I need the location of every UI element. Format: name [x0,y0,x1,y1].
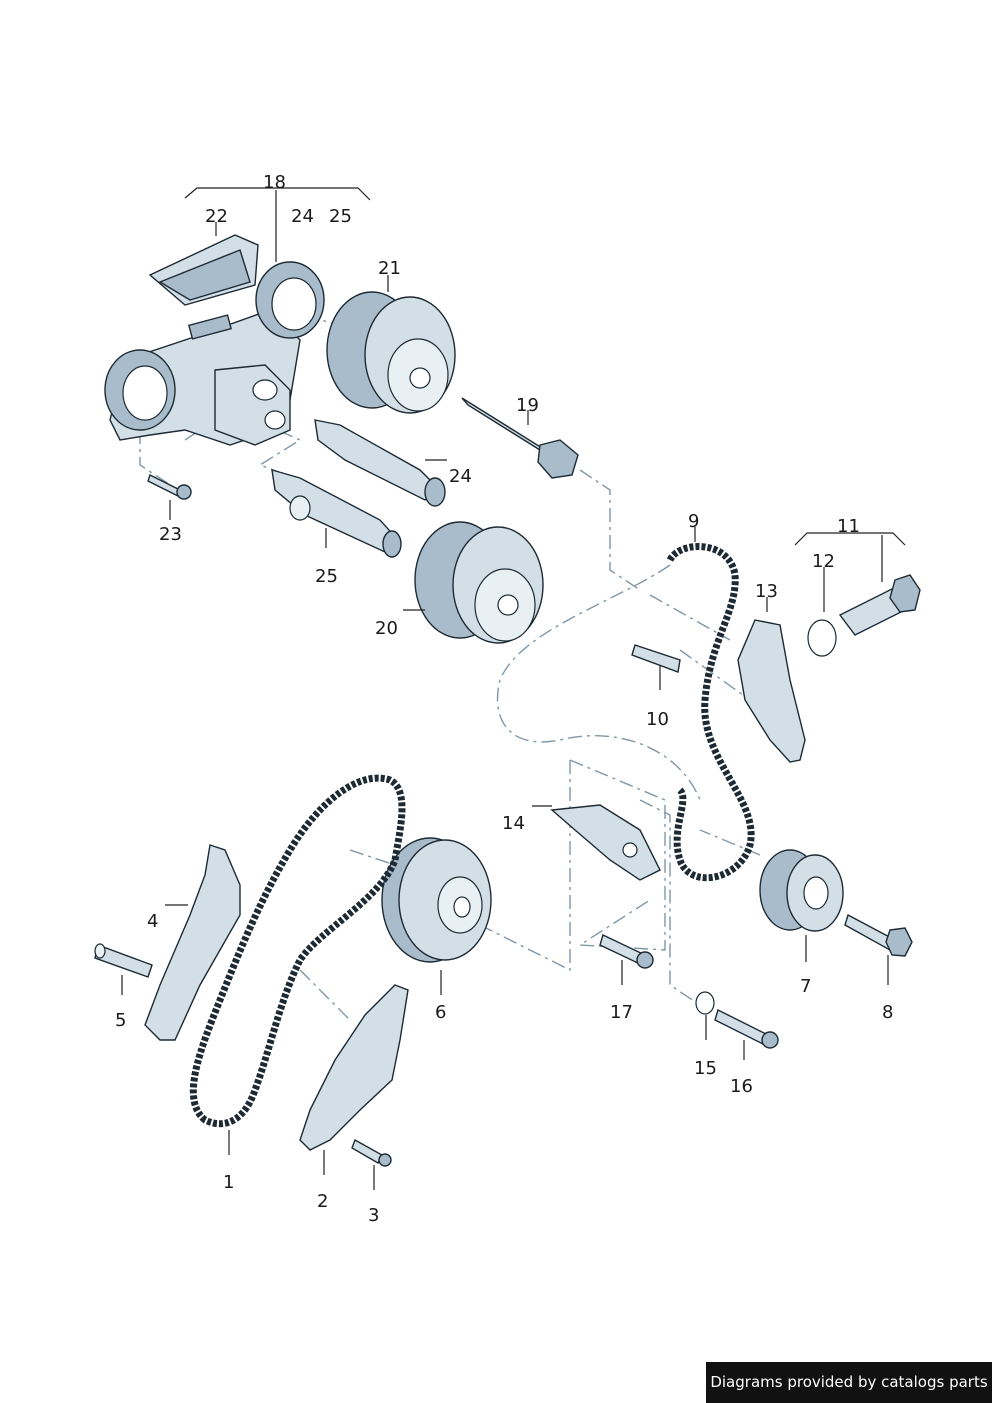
credit-banner: Diagrams provided by catalogs parts [706,1362,992,1403]
sprocket-7 [759,849,844,932]
label-7: 7 [800,976,811,997]
tensioner-rail-2 [299,984,409,1151]
lower-timing-chain [189,774,406,1128]
label-21: 21 [378,258,401,279]
label-22: 22 [205,206,228,227]
guide-rail-4 [144,844,241,1041]
label-16: 16 [730,1076,753,1097]
bolt-8 [844,913,913,957]
central-bolt [461,397,579,479]
label-17: 17 [610,1002,633,1023]
label-8: 8 [882,1002,893,1023]
leader-lines [121,187,906,1190]
label-6: 6 [435,1002,446,1023]
control-valve-25 [271,469,402,558]
label-9: 9 [688,511,699,532]
part-labels: 18 22 24 25 21 19 24 23 25 20 9 11 12 13… [115,172,893,1226]
label-19: 19 [516,395,539,416]
pin-17 [599,934,654,969]
label-15: 15 [694,1058,717,1079]
guide-rail-14 [550,804,661,881]
camshaft-adjuster-lower [414,521,544,644]
label-4: 4 [147,911,158,932]
camshaft-adjuster-upper [326,291,456,414]
tensioner-rail-13 [737,619,806,763]
label-12: 12 [812,551,835,572]
label-20: 20 [375,618,398,639]
pin-5 [94,943,153,978]
bolt-23 [147,474,192,500]
label-24: 24 [449,466,472,487]
chain-tensioner [807,574,921,657]
chain-housing [104,234,325,446]
pin-10 [631,644,681,673]
label-13: 13 [755,581,778,602]
label-3: 3 [368,1205,379,1226]
label-2: 2 [317,1191,328,1212]
label-25-upper: 25 [329,206,352,227]
label-11: 11 [837,516,860,537]
label-10: 10 [646,709,669,730]
bolt-3 [351,1138,392,1167]
label-18: 18 [263,172,286,193]
washer-and-bolt [695,991,779,1049]
control-valve-24 [314,419,446,507]
crankshaft-sprocket [381,837,492,963]
label-14: 14 [502,813,525,834]
label-25: 25 [315,566,338,587]
label-24-upper: 24 [291,206,314,227]
label-1: 1 [223,1172,234,1193]
label-5: 5 [115,1010,126,1031]
upper-timing-chain [666,543,755,882]
label-23: 23 [159,524,182,545]
